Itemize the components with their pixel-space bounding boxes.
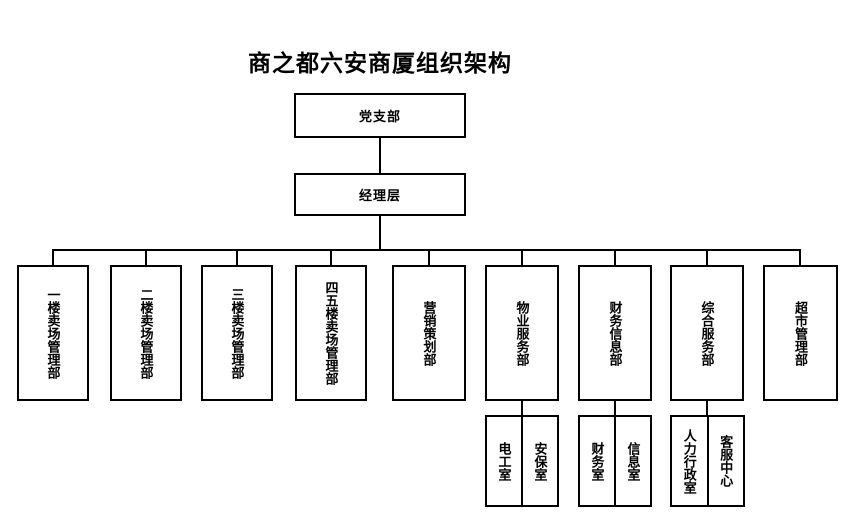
cell-electrician-room: 电工室: [487, 417, 521, 505]
dept-floor2-sales-mgmt: 二楼卖场管理部: [110, 265, 182, 401]
cell-label: 客服中心: [718, 435, 734, 487]
connector-line: [52, 249, 54, 266]
dept-label: 一楼卖场管理部: [45, 287, 61, 379]
dept-label: 财务信息部: [607, 300, 623, 366]
subgroup-property-services: 电工室 安保室: [485, 415, 559, 507]
node-party-branch-label: 党支部: [358, 109, 401, 124]
cell-customer-service-center: 客服中心: [706, 417, 744, 505]
cell-label: 安保室: [532, 441, 548, 481]
dept-label: 超市管理部: [793, 300, 808, 366]
connector-line: [614, 249, 616, 266]
dept-general-services: 综合服务部: [670, 265, 744, 401]
connector-line: [614, 400, 616, 415]
cell-label: 财务室: [589, 441, 605, 481]
subgroup-finance-information: 财务室 信息室: [578, 415, 652, 507]
dept-finance-information: 财务信息部: [578, 265, 652, 401]
node-management: 经理层: [294, 173, 466, 216]
dept-floor3-sales-mgmt: 三楼卖场管理部: [201, 265, 273, 401]
dept-label: 物业服务部: [514, 300, 530, 366]
node-party-branch: 党支部: [294, 93, 466, 138]
dept-marketing-planning: 营销策划部: [392, 265, 466, 401]
connector-line: [428, 249, 430, 266]
dept-supermarket-mgmt: 超市管理部: [763, 265, 838, 401]
cell-information-room: 信息室: [614, 417, 650, 505]
dept-floor1-sales-mgmt: 一楼卖场管理部: [17, 265, 89, 401]
connector-line: [521, 400, 523, 415]
dept-label: 二楼卖场管理部: [138, 287, 154, 379]
cell-security-room: 安保室: [521, 417, 557, 505]
connector-line: [379, 215, 381, 251]
connector-line: [521, 249, 523, 266]
connector-line: [330, 249, 332, 266]
connector-line: [379, 137, 381, 174]
dept-property-services: 物业服务部: [485, 265, 559, 401]
dept-label: 综合服务部: [699, 300, 715, 366]
subgroup-general-services: 人力行政室 客服中心: [670, 415, 745, 507]
node-management-label: 经理层: [358, 188, 401, 203]
cell-label: 人力行政室: [681, 428, 697, 494]
cell-label: 电工室: [496, 441, 512, 481]
dept-label: 三楼卖场管理部: [229, 287, 245, 379]
cell-hr-admin-office: 人力行政室: [672, 417, 707, 505]
cell-finance-room: 财务室: [580, 417, 614, 505]
dept-floor45-sales-mgmt: 四五楼卖场管理部: [295, 265, 367, 401]
connector-line: [236, 249, 238, 266]
connector-line: [706, 249, 708, 266]
cell-label: 信息室: [625, 441, 641, 481]
connector-line: [706, 400, 708, 415]
dept-label: 四五楼卖场管理部: [323, 281, 339, 385]
dept-label: 营销策划部: [421, 300, 437, 366]
connector-line: [799, 249, 801, 266]
connector-line: [145, 249, 147, 266]
chart-title: 商之都六安商厦组织架构: [248, 51, 512, 76]
connector-line: [52, 249, 801, 251]
